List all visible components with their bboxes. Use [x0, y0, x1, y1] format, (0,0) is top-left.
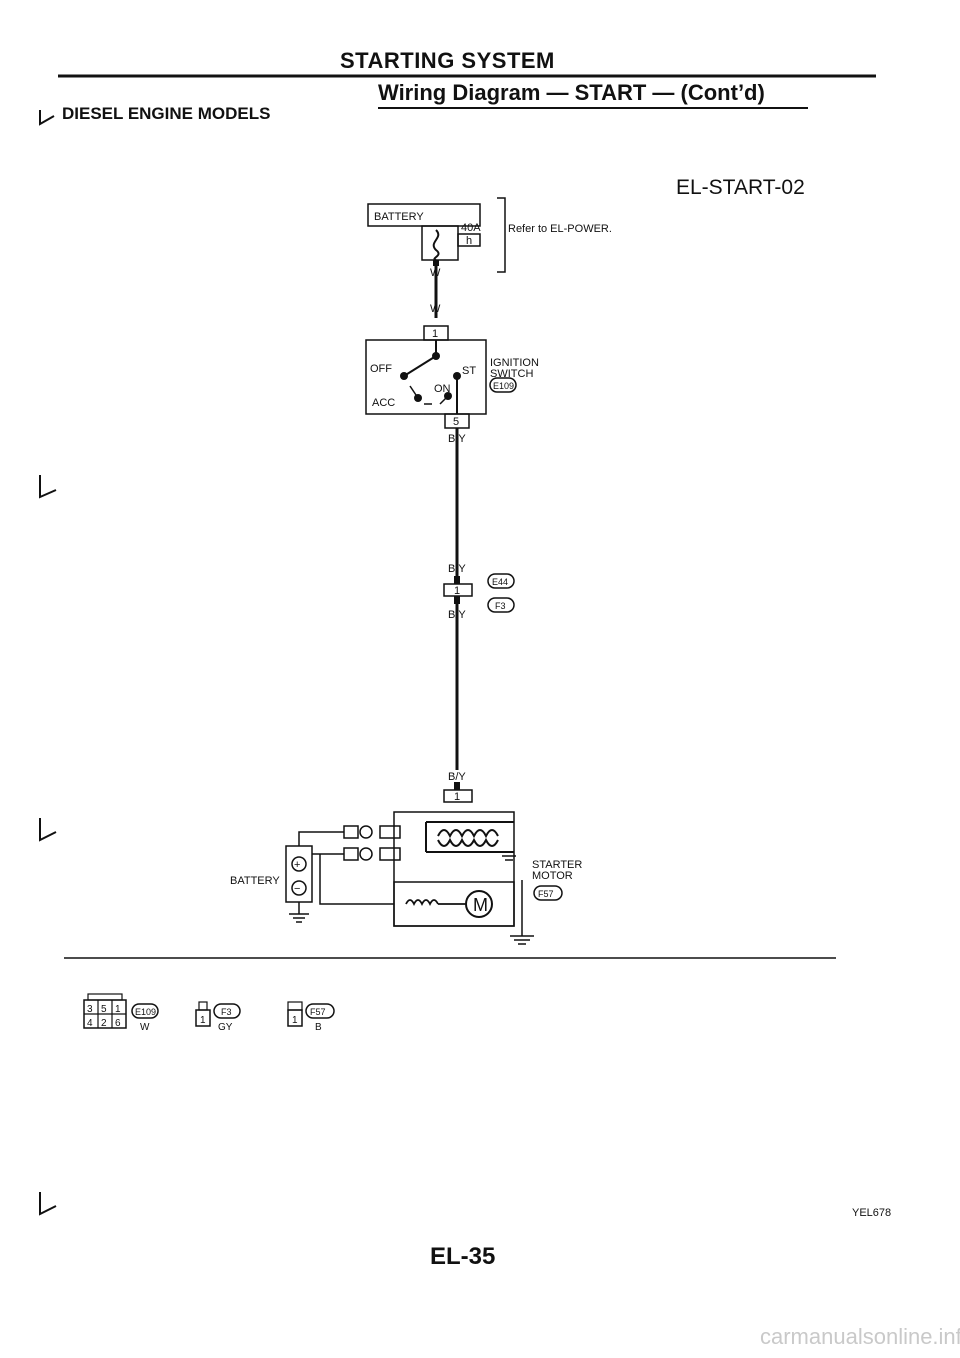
battery-top-label: BATTERY [374, 211, 424, 223]
battery-bottom-label: BATTERY [230, 875, 280, 887]
solenoid-coil-1 [437, 829, 499, 839]
terminal-bolt-1 [359, 825, 373, 839]
legend-f3-id: F3 [221, 1007, 232, 1017]
ignition-pos-acc: ACC [372, 397, 395, 409]
legend-e109-pin-3: 3 [87, 1004, 93, 1015]
margin-mark-1 [39, 110, 55, 126]
motor-ground-icon [510, 935, 534, 945]
terminal-bolt-2 [359, 847, 373, 861]
ignition-connector-id: E109 [493, 381, 514, 391]
motor-symbol: M [473, 895, 488, 915]
battery-plus-sign: + [294, 859, 300, 871]
legend-f3-pin: 1 [200, 1015, 206, 1026]
ignition-pivot [432, 352, 440, 360]
fuse-box [421, 225, 459, 261]
legend-e109-id: E109 [135, 1007, 156, 1017]
refer-note: Refer to EL-POWER. [508, 223, 612, 235]
terminal-stud-1 [343, 825, 359, 839]
ignition-pos-off: OFF [370, 363, 392, 375]
ignition-on-contact [444, 392, 452, 400]
model-label: DIESEL ENGINE MODELS [62, 104, 271, 123]
legend-e109-pin-5: 5 [101, 1004, 107, 1015]
margin-mark-2 [39, 475, 57, 499]
legend-e109-tag [131, 1003, 159, 1019]
legend-f57-color: B [315, 1022, 322, 1033]
battery-ground-icon [289, 913, 309, 923]
wire-label-w1: W [430, 267, 441, 279]
page-number: EL-35 [430, 1243, 496, 1270]
wire-label-by4: B/Y [448, 771, 466, 783]
page-section-title: STARTING SYSTEM [340, 48, 555, 73]
wire-label-by1: B/Y [448, 433, 466, 445]
wire-label-w2: W [430, 303, 441, 315]
wire-w-node [433, 260, 439, 266]
starter-pin: 1 [454, 791, 460, 803]
ignition-pos-st: ST [462, 365, 476, 377]
starter-connector-id: F57 [538, 889, 554, 899]
joint-pin: 1 [454, 585, 460, 597]
battery-plus-icon [291, 856, 307, 872]
terminal-stud-2 [343, 847, 359, 861]
legend-e109-color: W [140, 1022, 150, 1033]
joint-node-top [454, 576, 460, 584]
legend-f57-id: F57 [310, 1007, 326, 1017]
terminal-block-2 [379, 847, 401, 861]
margin-mark-4 [39, 1192, 57, 1216]
terminal-block-1 [379, 825, 401, 839]
fuse-letter: h [466, 235, 472, 247]
ignition-acc-contact [414, 394, 422, 402]
battery-minus-sign: − [294, 883, 300, 895]
joint-e44-tag [487, 573, 515, 589]
joint-connector-f3: F3 [495, 601, 506, 611]
joint-node-bottom [454, 596, 460, 604]
wire-label-by2: B/Y [448, 563, 466, 575]
field-winding [405, 899, 439, 907]
page-title: Wiring Diagram — START — (Cont’d) [378, 80, 765, 105]
starter-connector-tag [533, 885, 563, 901]
ignition-off-contact [400, 372, 408, 380]
wire-label-by3: B/Y [448, 609, 466, 621]
fuse-rating: 40A [461, 222, 481, 234]
figure-id: YEL678 [852, 1207, 892, 1219]
fuse-link-icon [432, 229, 440, 261]
ignition-pin-5: 5 [453, 416, 459, 428]
legend-f57-pin: 1 [292, 1015, 298, 1026]
ignition-connector-tag [489, 377, 517, 393]
legend-e109-pin-1: 1 [115, 1004, 121, 1015]
legend-e109-pin-6: 6 [115, 1018, 121, 1029]
legend-f57-latch [287, 1001, 303, 1011]
joint-f3-tag [487, 597, 515, 613]
legend-e109-latch [87, 993, 123, 1001]
solenoid-ground-icon [502, 855, 516, 861]
ignition-wiper [403, 355, 437, 377]
starter-outer-box [393, 811, 515, 927]
diagram-code: EL-START-02 [676, 176, 805, 199]
legend-f3-tag [213, 1003, 241, 1019]
battery-positive-cable [298, 831, 344, 846]
starter-name-2: MOTOR [532, 870, 573, 882]
solenoid-frame [425, 821, 514, 853]
battery-minus-icon [291, 880, 307, 896]
legend-e109-pin-4: 4 [87, 1018, 93, 1029]
joint-connector-e44: E44 [492, 577, 508, 587]
starter-name-1: STARTER [532, 859, 582, 871]
ignition-name-1: IGNITION [490, 357, 539, 369]
margin-mark-3 [39, 818, 57, 842]
refer-bracket [497, 197, 506, 273]
legend-e109-pin-2: 2 [101, 1018, 107, 1029]
fuse-letter-box [457, 233, 481, 247]
watermark: carmanualsonline.info [760, 1324, 960, 1349]
solenoid-coil-2 [437, 837, 499, 847]
ignition-name-2: SWITCH [490, 368, 533, 380]
ignition-st-contact [453, 372, 461, 380]
legend-f3-latch [198, 1001, 208, 1011]
battery-field-cable [319, 854, 394, 905]
ignition-pin-1: 1 [432, 328, 438, 340]
starter-node [454, 782, 460, 790]
legend-f57-tag [305, 1003, 335, 1019]
legend-f3-color: GY [218, 1022, 233, 1033]
ignition-pos-on: ON [434, 383, 451, 395]
